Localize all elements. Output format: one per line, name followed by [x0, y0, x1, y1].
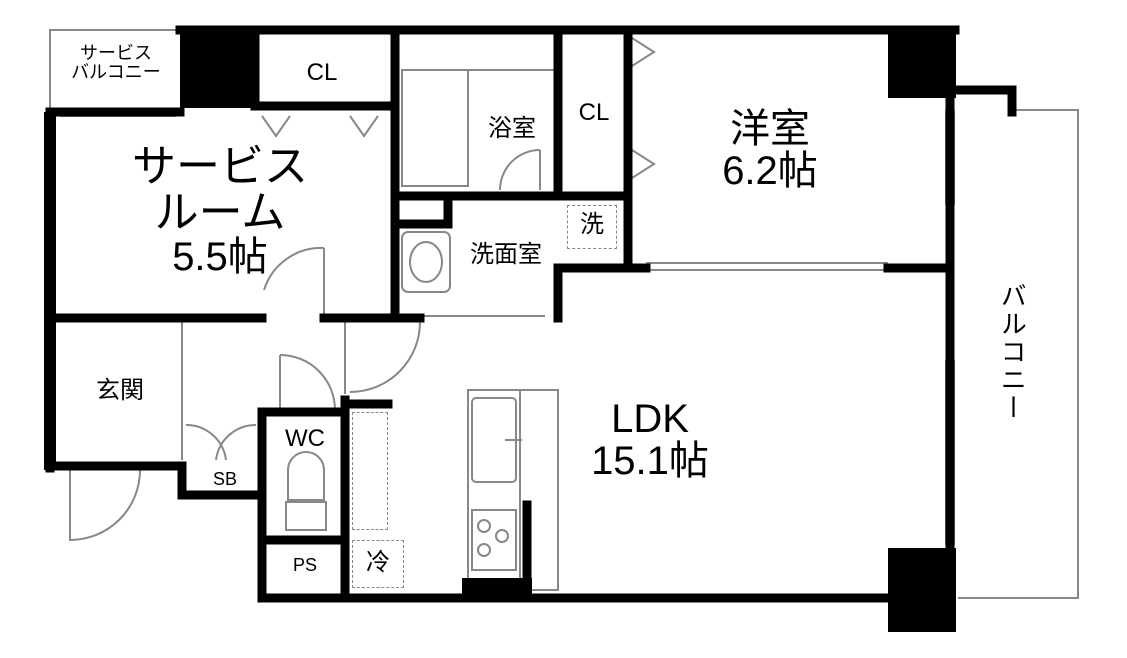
bathtub	[401, 69, 469, 187]
ldk-label: LDK 15.1帖	[591, 397, 709, 483]
closet-top-label: CL	[306, 59, 338, 86]
pillar-top-right	[888, 26, 956, 98]
toilet-tank	[285, 501, 327, 531]
bathroom-label: 浴室	[488, 115, 536, 142]
wc-label: WC	[285, 425, 325, 452]
balcony-outline	[958, 109, 1079, 599]
entrance-label: 玄関	[96, 377, 144, 404]
service-room-door-arc	[263, 246, 325, 291]
closet-mid-label: CL	[578, 99, 610, 126]
balcony-label: バルコニー	[997, 282, 1028, 422]
bath-door-arc	[499, 149, 541, 191]
pipe-space-label: PS	[292, 555, 317, 575]
pillar-bottom-right	[888, 548, 956, 632]
washer-space	[567, 205, 617, 249]
pillar-top-left	[180, 26, 252, 108]
walls	[45, 25, 1017, 605]
hall-storage	[352, 412, 388, 530]
kitchen-counter	[467, 389, 559, 591]
western-room-label: 洋室 6.2帖	[722, 107, 818, 193]
service-room-label: サービス ルーム 5.5帖	[132, 142, 308, 280]
washroom-label: 洗面室	[470, 241, 542, 268]
cooktop	[471, 509, 517, 571]
washer-label: 洗	[580, 211, 604, 238]
wc-door-arc	[279, 354, 336, 411]
pillars	[44, 26, 956, 632]
fridge-space	[352, 540, 404, 588]
washbasin	[401, 231, 451, 293]
shoe-box-label: SB	[212, 469, 237, 489]
fridge-label: 冷	[366, 549, 390, 576]
service-balcony-label: サービス バルコニー	[71, 43, 161, 82]
hall-door-arc	[349, 321, 421, 393]
pillar-kitchen	[462, 578, 532, 602]
toilet-bowl	[287, 451, 325, 501]
